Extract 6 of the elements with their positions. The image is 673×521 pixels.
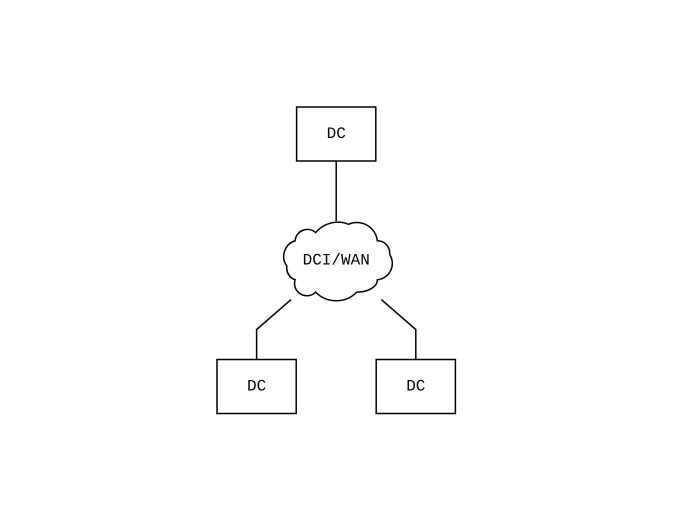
connector: [256, 299, 292, 360]
node-box: DC: [296, 106, 377, 162]
connector: [381, 299, 417, 360]
node-box: DC: [216, 359, 298, 414]
connector: [336, 161, 338, 222]
node-box: DC: [376, 359, 456, 414]
